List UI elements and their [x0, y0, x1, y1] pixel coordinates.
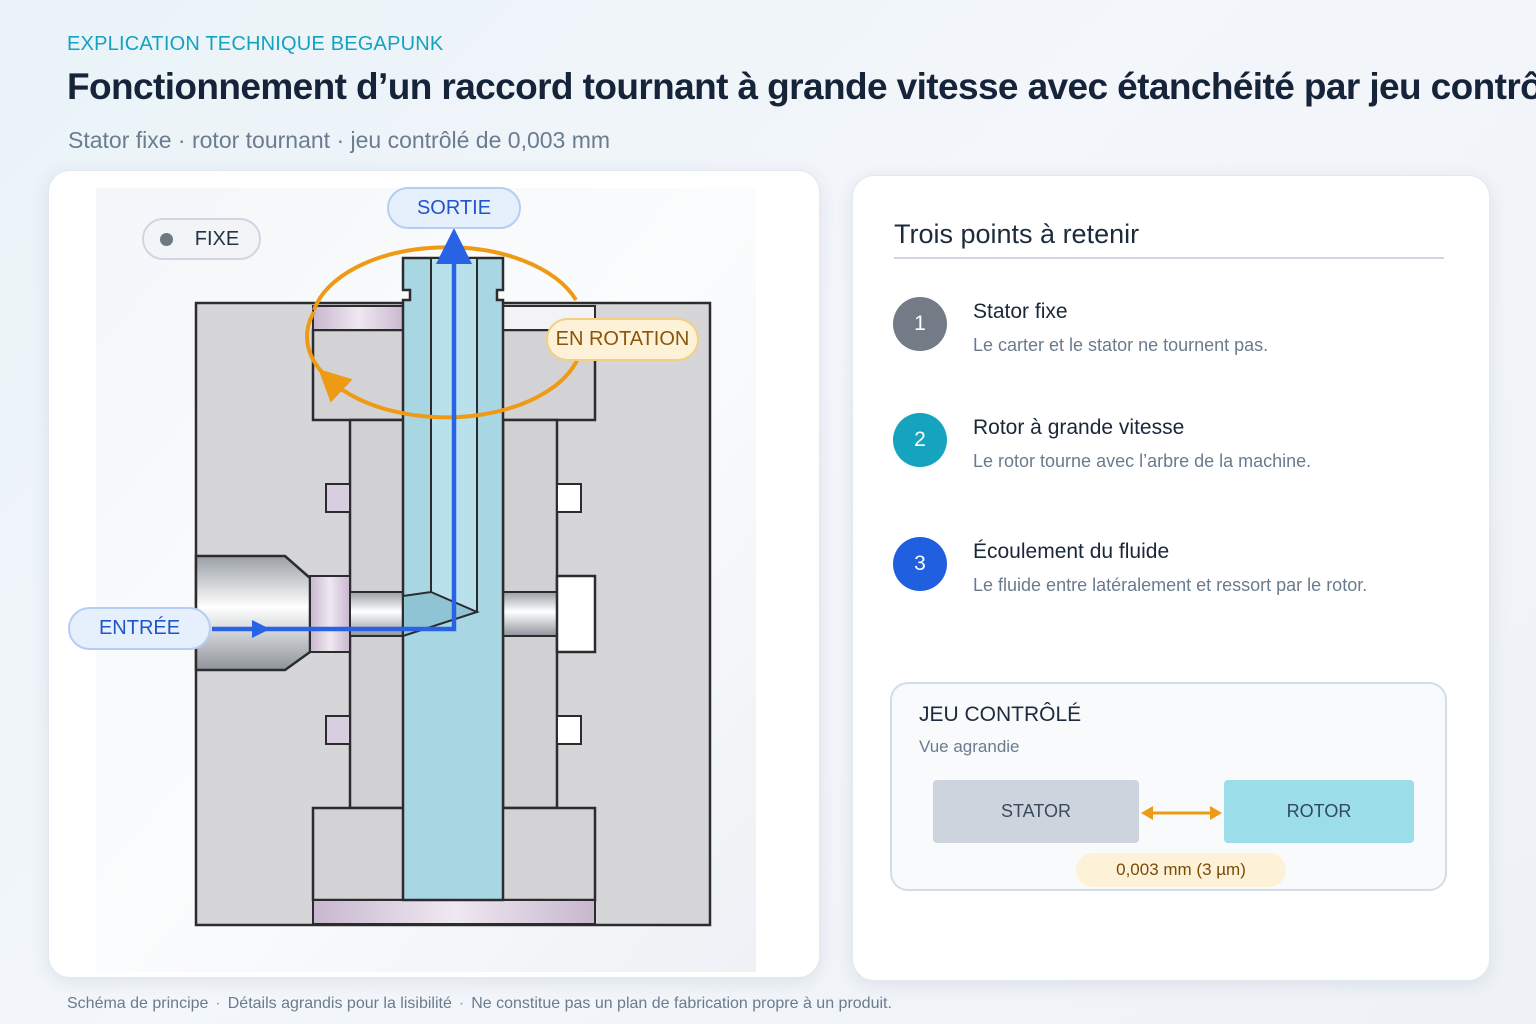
- point-number-badge: 2: [893, 413, 947, 467]
- point-number-badge: 1: [893, 297, 947, 351]
- point-title: Stator fixe: [973, 300, 1068, 323]
- key-points-title: Trois points à retenir: [894, 219, 1140, 249]
- footer-item: Détails agrandis pour la lisibilité: [227, 995, 452, 1012]
- footer-item: Schéma de principe: [67, 995, 209, 1012]
- controlled-gap-title: JEU CONTRÔLÉ: [919, 703, 1082, 726]
- key-point: 2 Rotor à grande vitesse Le rotor tourne…: [893, 413, 1453, 483]
- top-seal-left: [312, 305, 406, 331]
- inlet-label: ENTRÉE: [68, 607, 211, 650]
- gap-value-badge: 0,003 mm (3 µm): [1076, 853, 1286, 887]
- key-point: 1 Stator fixe Le carter et le stator ne …: [893, 297, 1453, 367]
- inlet-seal: [309, 575, 351, 653]
- footer-item: Ne constitue pas un plan de fabrication …: [471, 995, 892, 1012]
- point-title: Écoulement du fluide: [973, 540, 1170, 563]
- rotation-arrow-back: [305, 310, 332, 382]
- key-point: 3 Écoulement du fluide Le fluide entre l…: [893, 537, 1453, 607]
- footer-note: Schéma de principe · Détails agrandis pour…: [67, 995, 892, 1013]
- inlet-arrowhead: [252, 620, 270, 638]
- page-title: Fonctionnement d’un raccord tournant à g…: [67, 66, 1536, 107]
- point-description: Le rotor tourne avec l’arbre de la machi…: [973, 451, 1312, 471]
- fixed-label-text: FIXE: [194, 227, 240, 250]
- fixed-dot-icon: [159, 232, 173, 246]
- seal-block: [325, 715, 351, 745]
- footer-separator: ·: [458, 995, 465, 1012]
- seal-block: [556, 715, 582, 745]
- right-port: [555, 574, 597, 654]
- seal-block: [556, 483, 582, 513]
- fluid-flow-arrow: [212, 228, 472, 632]
- point-title: Rotor à grande vitesse: [973, 416, 1185, 439]
- footer-separator: ·: [215, 995, 221, 1012]
- page-subtitle: Stator fixe · rotor tournant · jeu contr…: [68, 127, 611, 153]
- seal-block: [325, 483, 351, 513]
- rotor-cross-bore: [402, 590, 480, 638]
- title-divider: [894, 257, 1444, 259]
- fixed-label: FIXE: [142, 218, 261, 260]
- point-number-badge: 3: [893, 537, 947, 591]
- point-description: Le carter et le stator ne tournent pas.: [973, 335, 1269, 355]
- bottom-seal: [312, 899, 596, 925]
- outlet-label: SORTIE: [387, 187, 521, 229]
- gap-double-arrow-icon: [1141, 806, 1222, 820]
- right-port-channel: [502, 591, 558, 637]
- rotor-block: ROTOR: [1224, 780, 1414, 843]
- rotation-label: EN ROTATION: [546, 318, 699, 361]
- controlled-gap-subtitle: Vue agrandie: [919, 737, 1020, 756]
- eyebrow: EXPLICATION TECHNIQUE BEGAPUNK: [67, 33, 444, 55]
- inlet-port: [194, 554, 312, 672]
- point-description: Le fluide entre latéralement et ressort …: [973, 575, 1368, 595]
- stator-block: STATOR: [933, 780, 1139, 843]
